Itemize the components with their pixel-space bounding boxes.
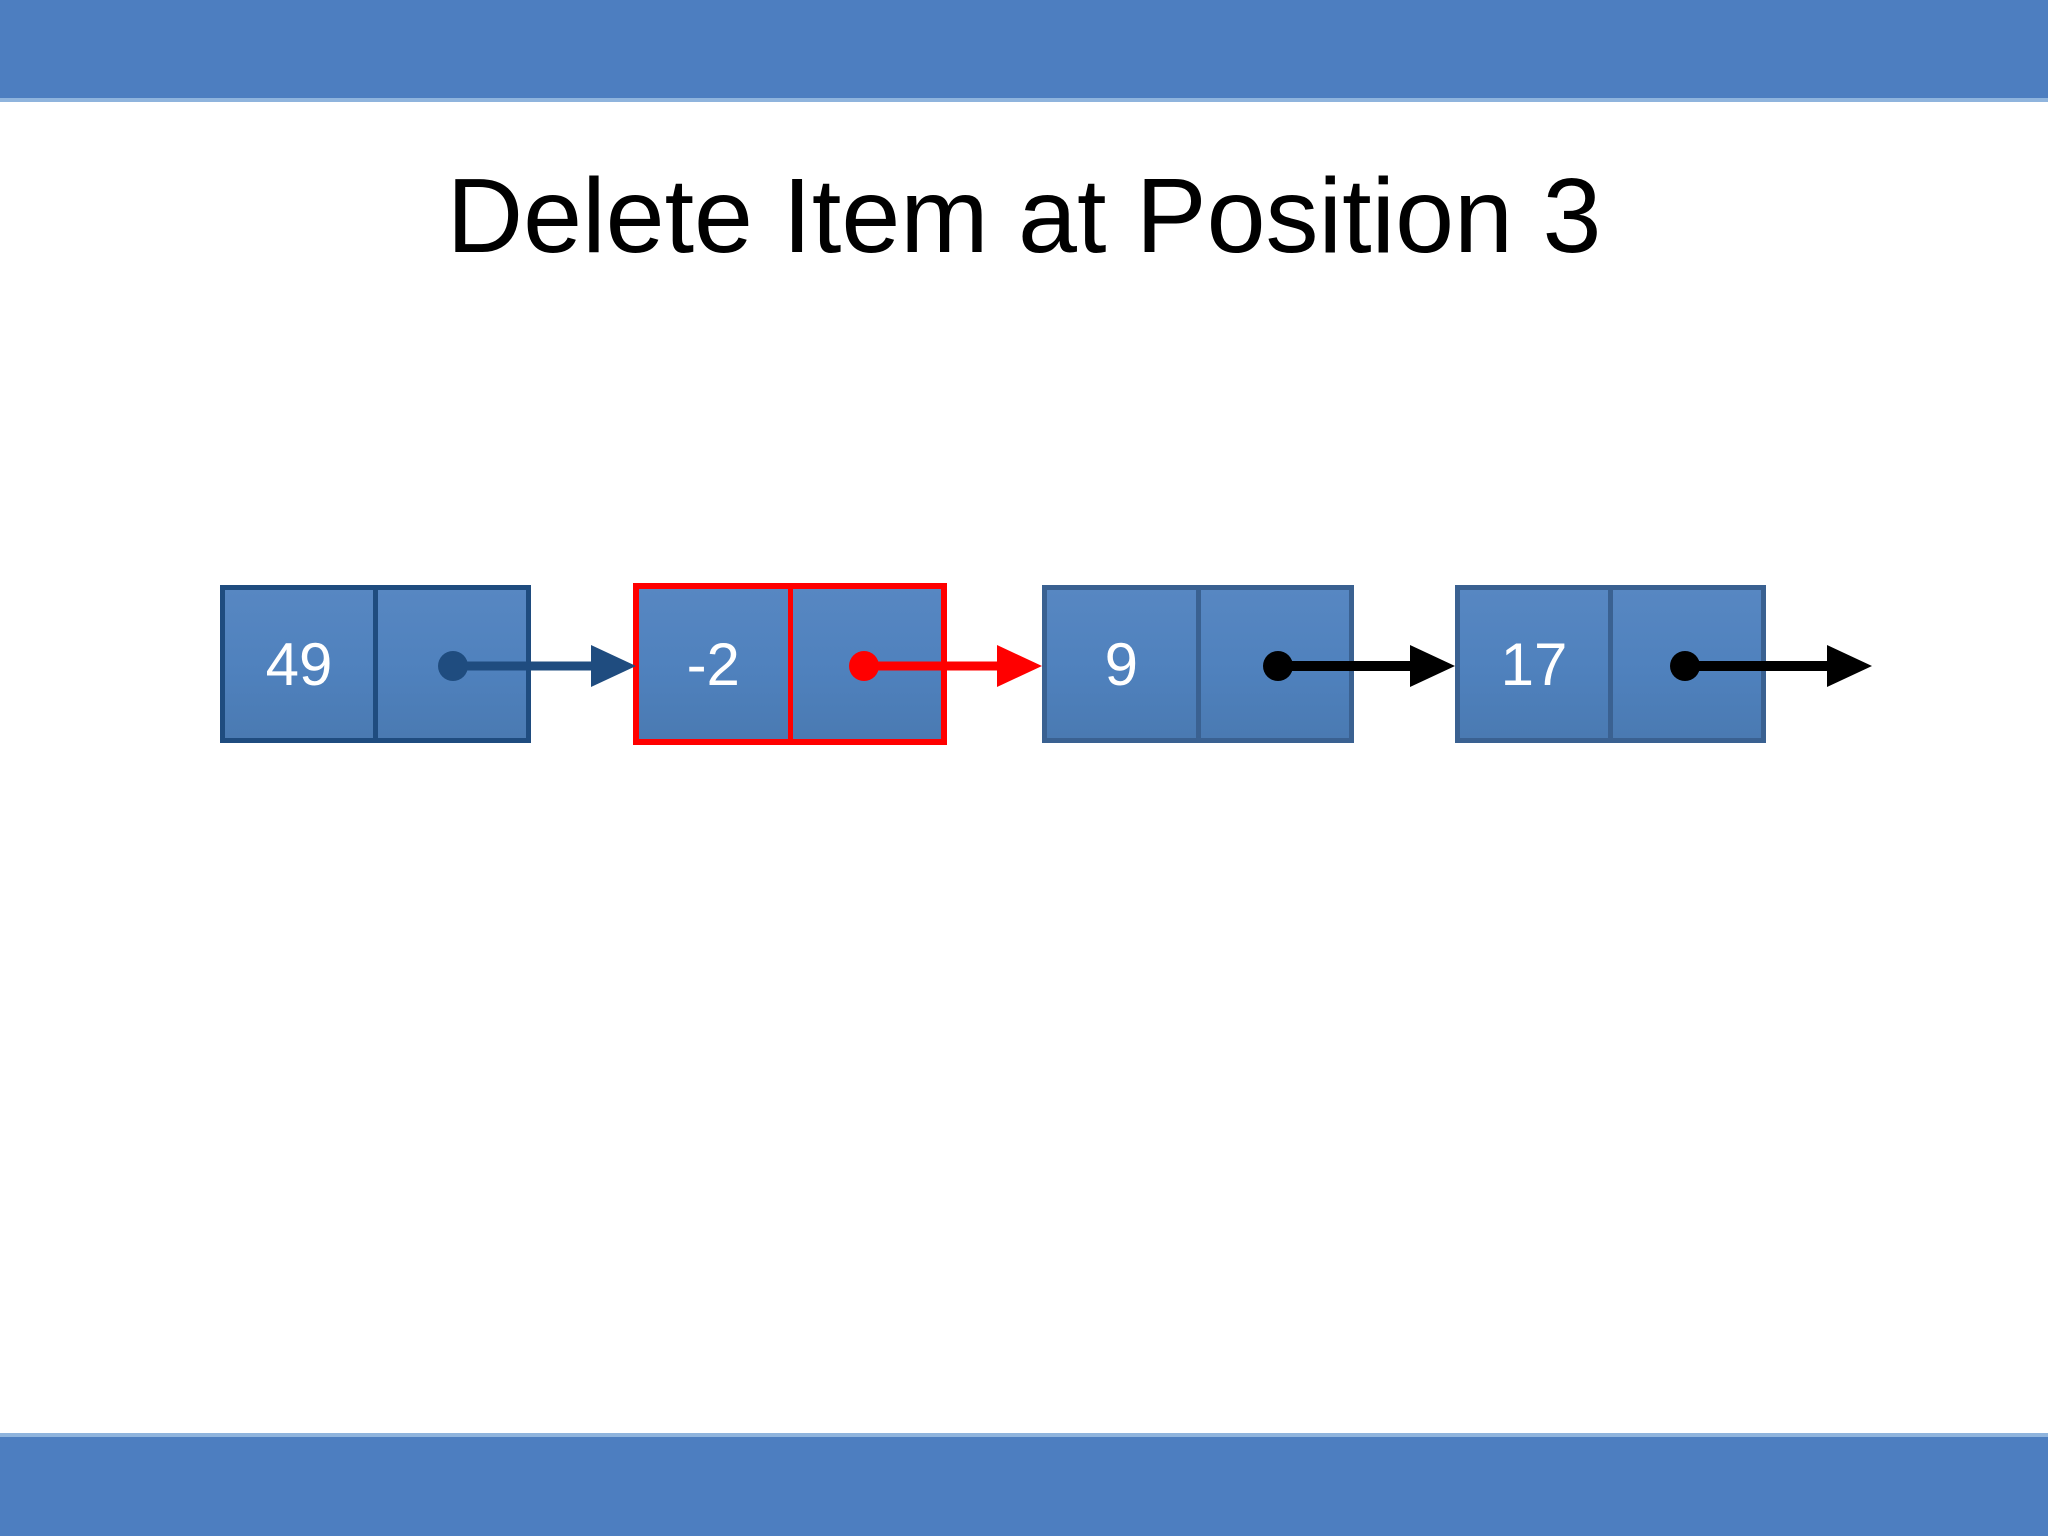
node-2-value-cell: -2 <box>639 589 793 739</box>
node-2-pointer-cell <box>793 589 942 739</box>
list-node-1: 49 <box>220 585 531 743</box>
list-node-3: 9 <box>1042 585 1354 743</box>
node-2-value: -2 <box>686 630 740 698</box>
arrowhead-node3 <box>1410 645 1455 687</box>
arrowhead-node1 <box>591 645 636 687</box>
slide-title: Delete Item at Position 3 <box>446 157 1602 275</box>
node-1-value: 49 <box>265 630 333 698</box>
node-3-value-cell: 9 <box>1047 590 1201 738</box>
node-4-value: 17 <box>1500 630 1568 698</box>
node-4-value-cell: 17 <box>1460 590 1613 738</box>
node-3-value: 9 <box>1104 630 1138 698</box>
list-node-4: 17 <box>1455 585 1766 743</box>
arrowhead-node2 <box>997 645 1042 687</box>
node-4-pointer-cell <box>1613 590 1761 738</box>
top-banner-bar <box>0 0 2048 102</box>
bottom-banner-bar <box>0 1433 2048 1536</box>
arrowhead-null <box>1827 645 1872 687</box>
node-1-value-cell: 49 <box>225 590 378 738</box>
list-node-2-highlighted: -2 <box>633 583 947 745</box>
node-3-pointer-cell <box>1201 590 1350 738</box>
node-1-pointer-cell <box>378 590 526 738</box>
